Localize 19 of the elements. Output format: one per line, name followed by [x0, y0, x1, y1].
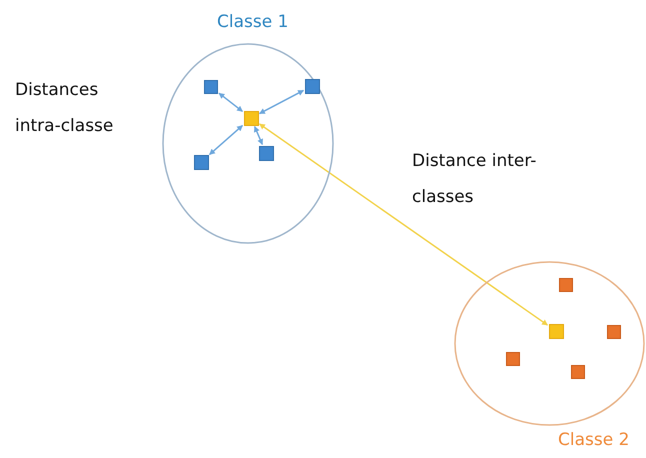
data-point-square	[244, 110, 258, 126]
data-point-square	[548, 324, 564, 338]
data-point-square	[571, 365, 585, 379]
data-point-square	[607, 325, 621, 339]
annotation-text: Distances intra-classe	[15, 79, 114, 138]
cluster-title: Classe 1	[217, 12, 288, 32]
data-point-square	[304, 78, 320, 94]
distance-arrow	[209, 124, 243, 156]
distance-arrow	[259, 123, 548, 326]
data-point-square	[258, 146, 274, 160]
data-point-square	[204, 80, 218, 94]
annotation-text: Distance inter-classes	[412, 150, 538, 209]
data-point-square	[194, 154, 208, 170]
distance-arrow	[254, 126, 264, 146]
distance-arrow	[218, 92, 243, 112]
cluster-title: Classe 2	[558, 430, 630, 450]
data-point-square	[506, 352, 520, 366]
data-point-square	[559, 278, 573, 292]
distance-arrow	[258, 90, 304, 114]
